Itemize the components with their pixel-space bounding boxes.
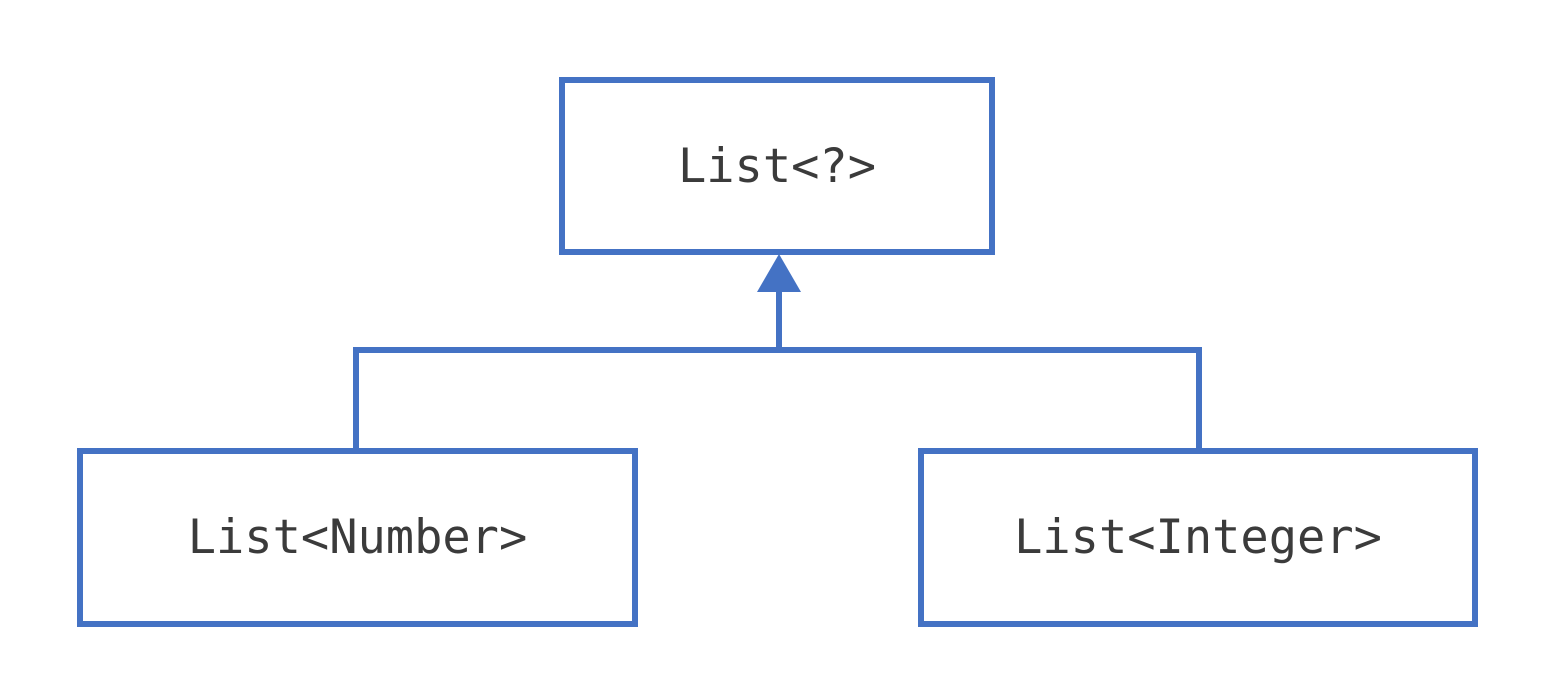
node-list-number-label: List<Number>: [187, 510, 528, 565]
node-list-wildcard-label: List<?>: [677, 138, 877, 194]
connector-vertical-right: [1196, 350, 1202, 448]
connector-horizontal: [353, 347, 1202, 353]
node-list-integer-label: List<Integer>: [1014, 510, 1382, 565]
node-list-integer: List<Integer>: [918, 448, 1478, 627]
arrow-up-icon: [757, 254, 801, 292]
node-list-wildcard: List<?>: [559, 77, 995, 255]
connector-vertical-left: [353, 350, 359, 448]
connector-arrow-stem: [776, 290, 782, 350]
node-list-number: List<Number>: [77, 448, 638, 627]
